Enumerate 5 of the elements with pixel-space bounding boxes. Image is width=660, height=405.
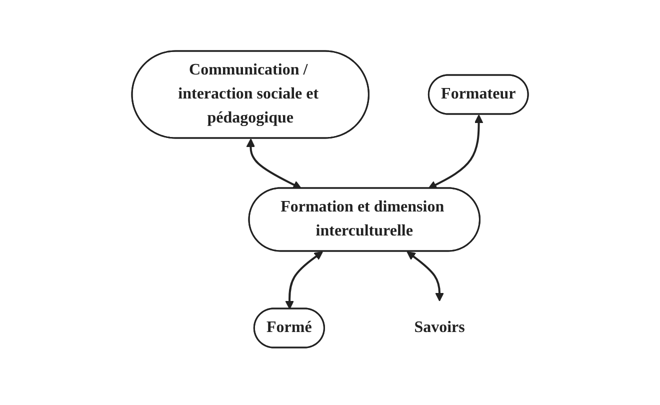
arrow	[428, 114, 484, 188]
arrow	[285, 250, 323, 309]
node-text: Savoirs	[414, 318, 465, 336]
arrow	[246, 138, 302, 188]
arrow	[406, 250, 444, 301]
